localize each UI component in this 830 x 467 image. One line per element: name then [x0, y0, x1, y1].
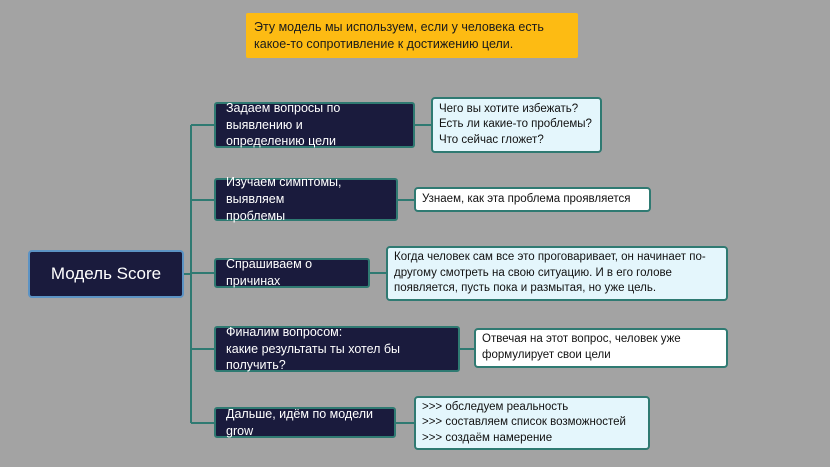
detail-node-3: Когда человек сам все это проговаривает,…	[386, 246, 728, 301]
topic-label: Спрашиваем о причинах	[226, 257, 313, 288]
topic-node-5: Дальше, идём по модели grow	[214, 407, 396, 438]
topic-label: Задаем вопросы по выявлению и определени…	[226, 100, 341, 149]
root-node: Модель Score	[28, 250, 184, 298]
topic-label: Финалим вопросом: какие результаты ты хо…	[226, 324, 401, 373]
detail-node-2: Узнаем, как эта проблема проявляется	[414, 187, 651, 212]
topic-node-2: Изучаем симптомы, выявляем проблемы	[214, 175, 398, 223]
intro-note: Эту модель мы используем, если у человек…	[246, 13, 578, 58]
detail-text: >>> обследуем реальность >>> составляем …	[422, 400, 626, 444]
topic-label: Изучаем симптомы, выявляем проблемы	[226, 175, 342, 223]
detail-text: Узнаем, как эта проблема проявляется	[422, 192, 631, 205]
topic-node-4: Финалим вопросом: какие результаты ты хо…	[214, 324, 460, 373]
topic-node-3: Спрашиваем о причинах	[214, 257, 370, 288]
detail-node-4: Отвечая на этот вопрос, человек уже форм…	[474, 328, 728, 368]
detail-text: Чего вы хотите избежать? Есть ли какие-т…	[439, 102, 592, 146]
detail-text: Когда человек сам все это проговаривает,…	[394, 251, 706, 295]
topic-label: Дальше, идём по модели grow	[226, 406, 374, 438]
detail-node-5: >>> обследуем реальность >>> составляем …	[414, 396, 650, 450]
root-label: Модель Score	[50, 263, 162, 283]
topic-node-1: Задаем вопросы по выявлению и определени…	[214, 100, 415, 149]
detail-text: Отвечая на этот вопрос, человек уже форм…	[482, 333, 681, 361]
detail-node-1: Чего вы хотите избежать? Есть ли какие-т…	[431, 97, 602, 153]
